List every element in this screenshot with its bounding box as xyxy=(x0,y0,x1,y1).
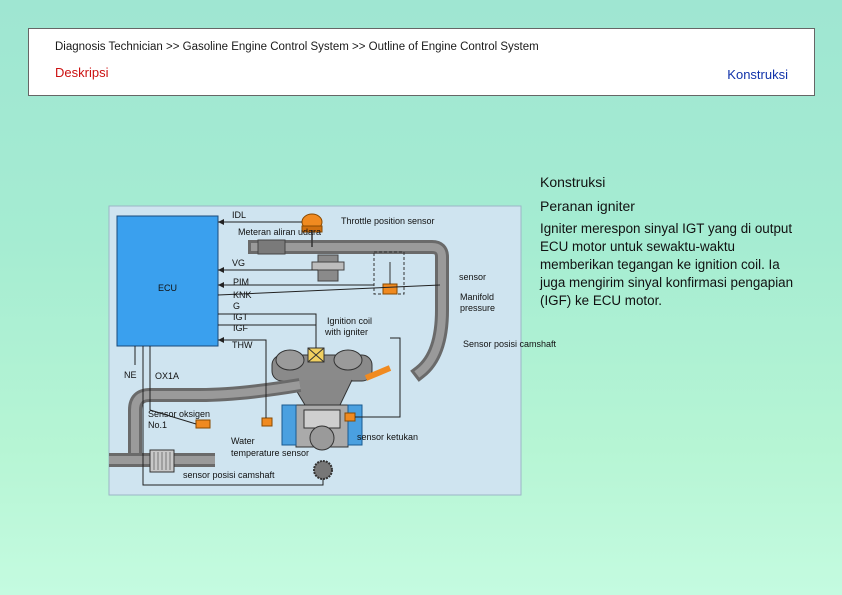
ox1a-label: OX1A xyxy=(155,371,179,381)
breadcrumb: Diagnosis Technician >> Gasoline Engine … xyxy=(55,41,539,53)
side-panel: Konstruksi Peranan igniter Igniter meres… xyxy=(540,174,800,310)
arrowheads xyxy=(218,219,224,343)
knock-sensor xyxy=(344,412,356,422)
side-subheading: Peranan igniter xyxy=(540,198,635,214)
intake-pipe xyxy=(248,240,449,382)
ecu-box xyxy=(116,215,219,347)
manifold-label-1: Manifold xyxy=(460,292,494,302)
manifold-label-2: pressure xyxy=(460,303,495,313)
water-label-1: Water xyxy=(231,436,255,446)
oksigen-label-2: No.1 xyxy=(148,420,167,430)
ecu-label: ECU xyxy=(158,283,177,293)
ketukan-label: sensor ketukan xyxy=(357,432,418,442)
ignition-label-2: with igniter xyxy=(324,327,368,337)
camshaft-bottom-label: sensor posisi camshaft xyxy=(183,470,275,480)
throttle-label: Throttle position sensor xyxy=(341,216,435,226)
tab-deskripsi[interactable]: Deskripsi xyxy=(55,65,109,80)
oxygen-sensor xyxy=(195,419,211,429)
tab-konstruksi[interactable]: Konstruksi xyxy=(727,67,788,82)
camshaft-gear xyxy=(313,460,333,480)
header-panel: Diagnosis Technician >> Gasoline Engine … xyxy=(28,28,815,96)
camshaft-right-label: Sensor posisi camshaft xyxy=(463,339,557,349)
ne-label: NE xyxy=(124,370,137,380)
signal-vg: VG xyxy=(232,258,245,268)
signal-knk: KNK xyxy=(233,290,252,300)
meteran-label: Meteran aliran udara xyxy=(238,227,321,237)
camshaft-sensor-right xyxy=(364,365,392,381)
side-body: Igniter merespon sinyal IGT yang di outp… xyxy=(540,221,794,308)
coolant-left xyxy=(281,404,297,446)
signal-igt: IGT xyxy=(233,312,249,322)
signal-idl: IDL xyxy=(232,210,246,220)
oksigen-label-1: Sensor oksigen xyxy=(148,409,210,419)
signal-igf: IGF xyxy=(233,323,249,333)
signal-thw: THW xyxy=(232,340,253,350)
water-label-2: temperature sensor xyxy=(231,448,309,458)
water-temp-sensor xyxy=(261,417,273,427)
engine-block xyxy=(271,349,373,451)
map-sensor xyxy=(382,283,398,295)
side-heading: Konstruksi xyxy=(540,174,606,190)
sensor-label: sensor xyxy=(459,272,486,282)
signal-wires xyxy=(134,221,441,486)
ignition-label-1: Ignition coil xyxy=(327,316,372,326)
signal-pim: PIM xyxy=(233,277,249,287)
signal-g: G xyxy=(233,301,240,311)
